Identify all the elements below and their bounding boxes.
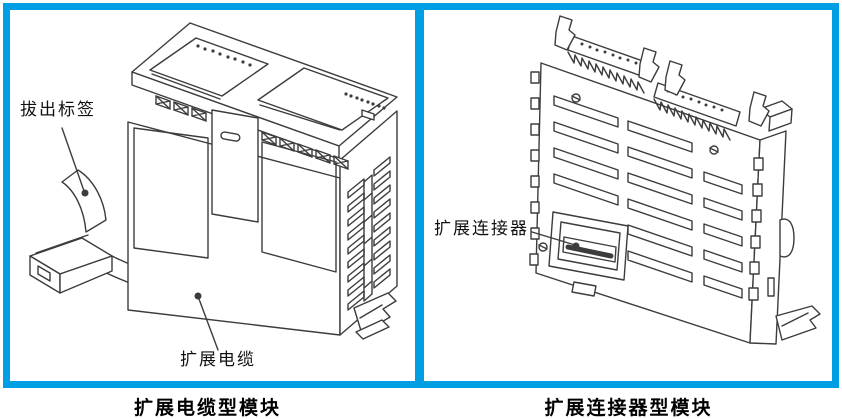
- cable-module-drawing: [29, 22, 398, 351]
- front-door-center: [211, 109, 259, 223]
- latch-clips: [554, 15, 770, 127]
- module-body: [529, 15, 821, 345]
- side-latch: [779, 218, 795, 258]
- panel-connector-module: 扩展连接器: [424, 10, 832, 381]
- vent-slats: [553, 95, 743, 299]
- module-body: [127, 22, 398, 340]
- case-screws: [538, 93, 719, 252]
- connector-label: 扩展连接器: [434, 219, 529, 239]
- leader-cable: [194, 292, 219, 351]
- left-edge-teeth: [529, 71, 540, 266]
- vent-dots: [196, 44, 386, 110]
- front-door-left: [133, 127, 209, 259]
- right-edge-hooks: [748, 157, 764, 301]
- din-rail-clip: [775, 305, 821, 341]
- din-rail-clip: [353, 292, 397, 340]
- connector-module-caption: 扩展连接器型模块: [544, 397, 713, 419]
- extension-connector: [548, 211, 629, 297]
- leader-dot: [81, 189, 89, 197]
- terminal-screws: [155, 95, 349, 170]
- panel-divider: [415, 10, 424, 381]
- side-vents: [347, 156, 391, 311]
- cable-connector: [29, 234, 113, 294]
- terminal-cover-left: [149, 37, 269, 97]
- pull-tab: [61, 169, 107, 233]
- terminal-cover-right: [257, 67, 389, 131]
- leader-connector: [531, 231, 580, 250]
- leader-dot: [194, 292, 202, 300]
- cable-label: 扩展电缆: [180, 350, 256, 370]
- leader-pull-tab: [61, 127, 89, 197]
- pull-tab-label: 拔出标签: [20, 100, 96, 120]
- top-right-step-front: [768, 108, 793, 132]
- small-port: [361, 109, 375, 121]
- front-door-right: [261, 141, 337, 273]
- cable-module-caption: 扩展电缆型模块: [133, 397, 281, 419]
- caption-row: 扩展电缆型模块 扩展连接器型模块: [0, 388, 842, 419]
- connector-module-drawing: [529, 15, 821, 345]
- side-slot: [767, 277, 775, 297]
- door-slot: [220, 131, 241, 142]
- leader-dot: [572, 242, 580, 250]
- blue-frame: 拔出标签 扩展电缆: [3, 3, 839, 388]
- panel-cable-module: 拔出标签 扩展电缆: [10, 10, 415, 381]
